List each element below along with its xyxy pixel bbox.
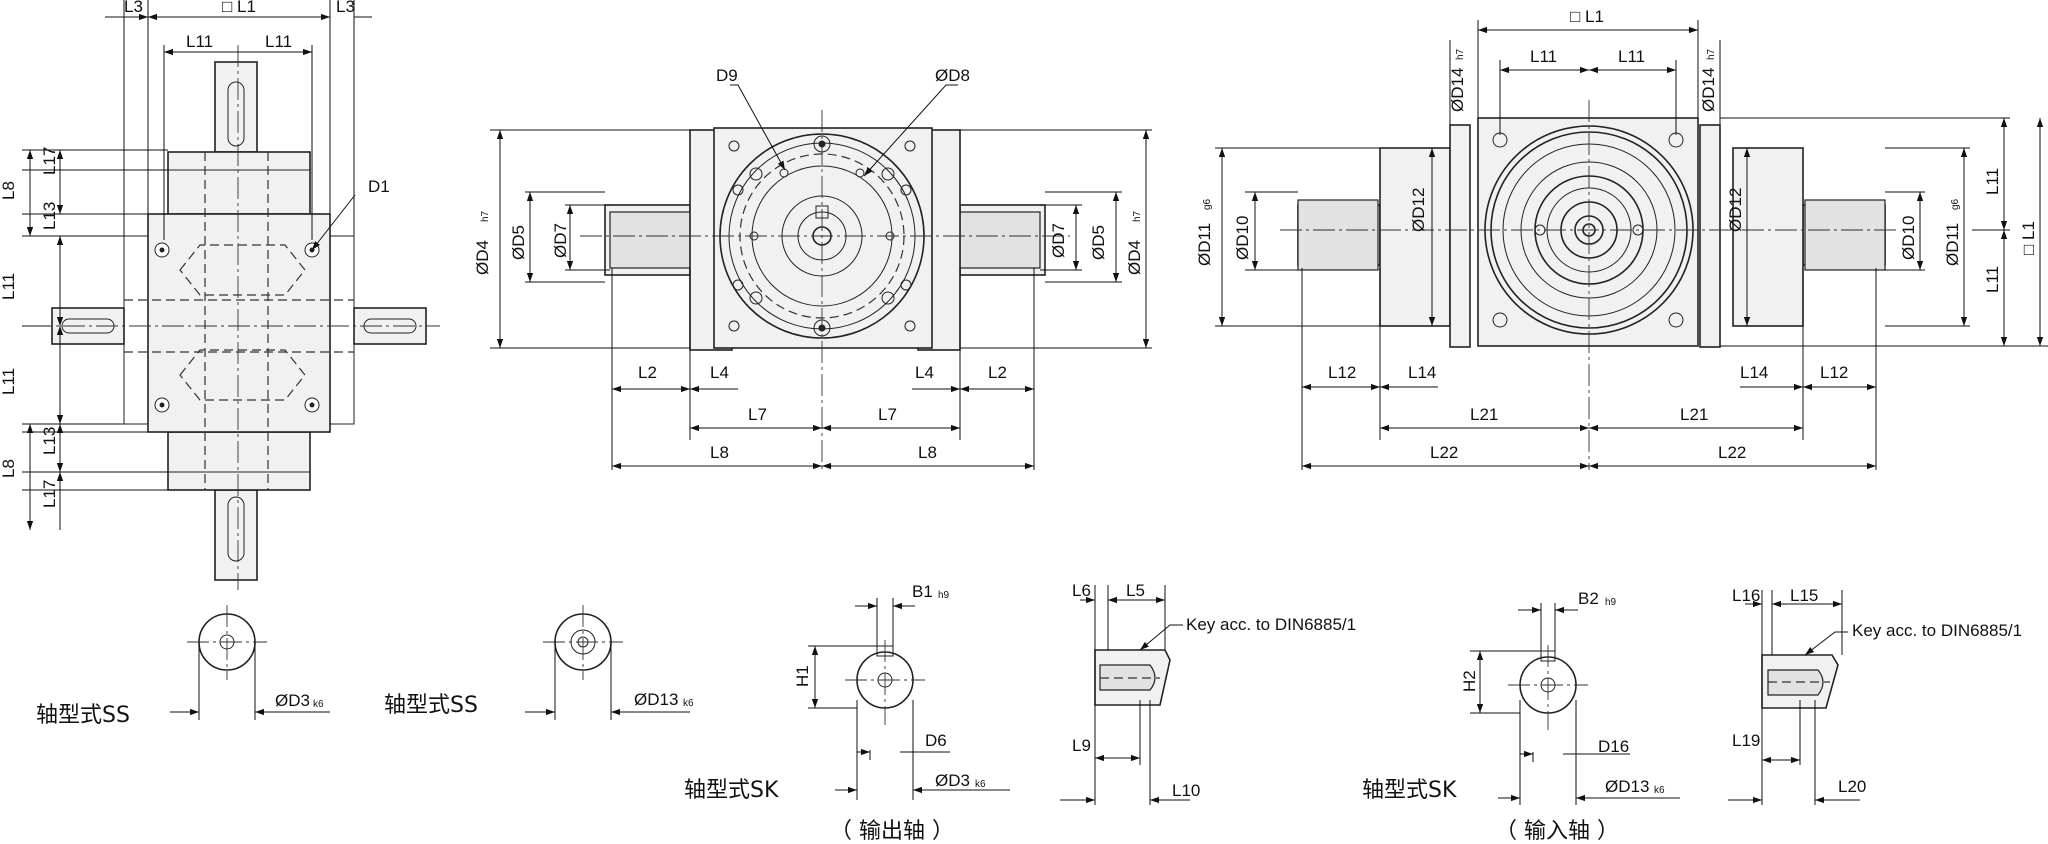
label-l2-left: L2 xyxy=(638,363,657,382)
label-l17-bottom: L17 xyxy=(40,480,59,508)
label-l6: L6 xyxy=(1072,581,1091,600)
label-od4-right: ØD4 xyxy=(1125,240,1144,275)
caption-shaft-ss-2: 轴型式SS xyxy=(384,693,478,718)
label-l8-right: L8 xyxy=(918,443,937,462)
label-h9-b2: h9 xyxy=(1605,597,1617,608)
label-l19: L19 xyxy=(1732,731,1760,750)
caption-input-shaft: （ 输入轴 ） xyxy=(1495,819,1619,844)
label-od8: ØD8 xyxy=(935,66,970,85)
label-l11-v-top: L11 xyxy=(0,273,18,300)
label-od13-ss: ØD13 xyxy=(634,690,678,709)
label-l3-left: L3 xyxy=(124,0,143,16)
label-l3-right: L3 xyxy=(336,0,355,16)
label-l22-left: L22 xyxy=(1430,443,1458,462)
label-l1-right: □ L1 xyxy=(2019,221,2038,255)
label-h2: H2 xyxy=(1460,670,1479,692)
dimension-labels: L3 □ L1 L3 L11 L11 L17 L8 L13 L11 L11 L1… xyxy=(0,0,2038,800)
label-l5: L5 xyxy=(1126,581,1145,600)
label-g6-right: g6 xyxy=(1950,198,1961,210)
label-l21-left: L21 xyxy=(1470,405,1498,424)
label-od7-left: ØD7 xyxy=(551,223,570,258)
label-key-in: Key acc. to DIN6885/1 xyxy=(1852,621,2022,640)
label-h7-left: h7 xyxy=(480,210,491,222)
label-l22-right: L22 xyxy=(1718,443,1746,462)
top-view xyxy=(1280,100,1900,470)
label-od12-right: ØD12 xyxy=(1726,188,1745,232)
label-od5-right: ØD5 xyxy=(1089,225,1108,260)
label-od3-ss: ØD3 xyxy=(275,691,310,710)
caption-shaft-ss-1: 轴型式SS xyxy=(36,703,130,728)
label-od5-left: ØD5 xyxy=(509,225,528,260)
label-h7-od14-right: h7 xyxy=(1706,48,1717,60)
label-od7-right: ØD7 xyxy=(1049,223,1068,258)
label-od3-sk: ØD3 xyxy=(935,771,970,790)
label-l8-left: L8 xyxy=(710,443,729,462)
label-l16: L16 xyxy=(1732,586,1760,605)
label-l11-left: L11 xyxy=(186,32,213,51)
label-l10: L10 xyxy=(1172,781,1200,800)
label-l14-left: L14 xyxy=(1408,363,1436,382)
label-l11-v-bottom: L11 xyxy=(0,368,18,395)
label-h1: H1 xyxy=(793,665,812,687)
label-l11-right: L11 xyxy=(265,32,292,51)
label-k6-sk-in: k6 xyxy=(1654,785,1665,796)
label-l12-left: L12 xyxy=(1328,363,1356,382)
label-l8-bottom: L8 xyxy=(0,459,18,478)
label-l11-v-right-top: L11 xyxy=(1983,168,2002,195)
label-h7-od14-left: h7 xyxy=(1455,48,1466,60)
label-od11-left: ØD11 xyxy=(1195,223,1214,266)
label-b1: B1 xyxy=(912,582,933,601)
caption-shaft-sk-out: 轴型式SK xyxy=(684,778,779,803)
label-g6-left: g6 xyxy=(1202,198,1213,210)
label-od4-left: ØD4 xyxy=(473,240,492,275)
label-k6-ss2: k6 xyxy=(683,698,694,709)
label-d1: D1 xyxy=(368,177,390,196)
label-od10-right: ØD10 xyxy=(1899,216,1918,260)
label-l17-top: L17 xyxy=(40,147,59,175)
label-l21-right: L21 xyxy=(1680,405,1708,424)
label-od10-left: ØD10 xyxy=(1233,216,1252,260)
label-d16: D16 xyxy=(1598,737,1629,756)
label-od14-left: ØD14 xyxy=(1448,68,1467,112)
label-l11-top-left: L11 xyxy=(1530,47,1557,66)
label-l1-top-view: □ L1 xyxy=(1570,7,1604,26)
label-l12-right: L12 xyxy=(1820,363,1848,382)
label-l11-v-right-bottom: L11 xyxy=(1983,266,2002,293)
label-h9-b1: h9 xyxy=(938,590,950,601)
label-l7-left: L7 xyxy=(748,405,767,424)
label-od13-sk: ØD13 xyxy=(1605,777,1649,796)
label-l15: L15 xyxy=(1790,586,1818,605)
side-view xyxy=(30,45,440,590)
label-l8-top: L8 xyxy=(0,181,18,200)
caption-output-shaft: （ 输出轴 ） xyxy=(830,819,954,844)
caption-shaft-sk-in: 轴型式SK xyxy=(1362,778,1457,803)
dimension-lines xyxy=(22,0,2048,805)
label-b2: B2 xyxy=(1578,589,1599,608)
label-k6-sk: k6 xyxy=(975,779,986,790)
label-l13-top: L13 xyxy=(40,202,59,230)
label-d9: D9 xyxy=(716,66,738,85)
label-l11-top-right: L11 xyxy=(1618,47,1645,66)
label-l9: L9 xyxy=(1072,736,1091,755)
label-l14-right: L14 xyxy=(1740,363,1768,382)
shaft-detail-views xyxy=(187,605,1839,730)
label-l4-left: L4 xyxy=(710,363,729,382)
label-key-out: Key acc. to DIN6885/1 xyxy=(1186,615,1356,634)
label-l13-bottom: L13 xyxy=(40,427,59,455)
label-l4-right: L4 xyxy=(915,363,934,382)
label-h7-right: h7 xyxy=(1132,210,1143,222)
label-l1-top: □ L1 xyxy=(222,0,256,16)
captions: 轴型式SS 轴型式SS 轴型式SK （ 输出轴 ） 轴型式SK （ 输入轴 ） xyxy=(36,693,1619,844)
front-view xyxy=(580,110,1070,470)
label-l2-right: L2 xyxy=(988,363,1007,382)
label-d6: D6 xyxy=(925,731,947,750)
label-od11-right: ØD11 xyxy=(1943,223,1962,266)
label-l7-right: L7 xyxy=(878,405,897,424)
label-od12-left: ØD12 xyxy=(1409,188,1428,232)
label-od14-right: ØD14 xyxy=(1699,68,1718,112)
label-k6-ss: k6 xyxy=(313,699,324,710)
label-l20: L20 xyxy=(1838,777,1866,796)
